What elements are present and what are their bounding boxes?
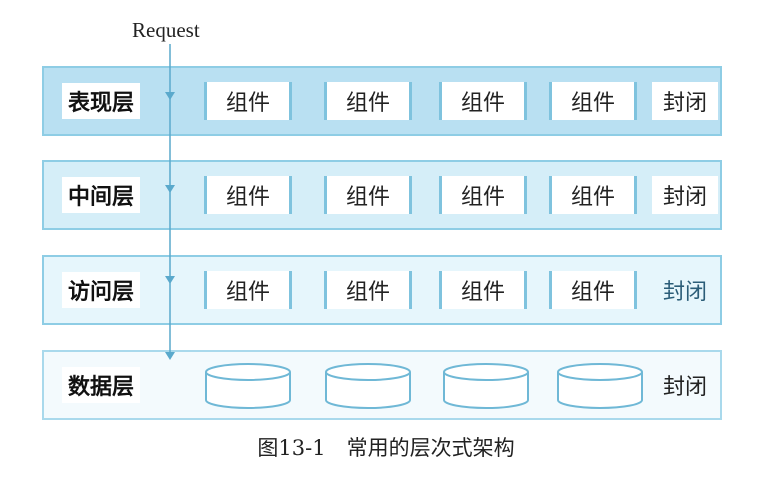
layer-name: 访问层 — [62, 272, 141, 308]
closed-label: 封闭 — [652, 82, 718, 120]
component: 组件 — [549, 82, 637, 120]
component: 组件 — [204, 82, 292, 120]
middle-layer: 中间层 组件 组件 组件 组件 封闭 — [42, 160, 722, 230]
layer-name: 表现层 — [62, 83, 141, 119]
data-layer: 数据层 封闭 — [42, 350, 722, 420]
cylinder-icon — [205, 363, 291, 409]
component: 组件 — [324, 82, 412, 120]
component: 组件 — [204, 176, 292, 214]
component: 组件 — [204, 271, 292, 309]
component: 组件 — [439, 271, 527, 309]
cylinder-icon — [557, 363, 643, 409]
cylinder-icon — [443, 363, 529, 409]
component: 组件 — [439, 82, 527, 120]
layer-name: 中间层 — [62, 177, 141, 213]
component: 组件 — [549, 271, 637, 309]
component: 组件 — [324, 176, 412, 214]
closed-label: 封闭 — [652, 176, 718, 214]
access-layer: 访问层 组件 组件 组件 组件 封闭 — [42, 255, 722, 325]
component: 组件 — [324, 271, 412, 309]
component: 组件 — [439, 176, 527, 214]
figure-caption: 图13-1 常用的层次式架构 — [257, 436, 515, 460]
component: 组件 — [549, 176, 637, 214]
layer-name: 数据层 — [62, 367, 141, 403]
request-label: Request — [132, 18, 200, 42]
closed-label: 封闭 — [662, 375, 707, 400]
cylinder-icon — [325, 363, 411, 409]
presentation-layer: 表现层 组件 组件 组件 组件 封闭 — [42, 66, 722, 136]
closed-label: 封闭 — [662, 280, 707, 305]
